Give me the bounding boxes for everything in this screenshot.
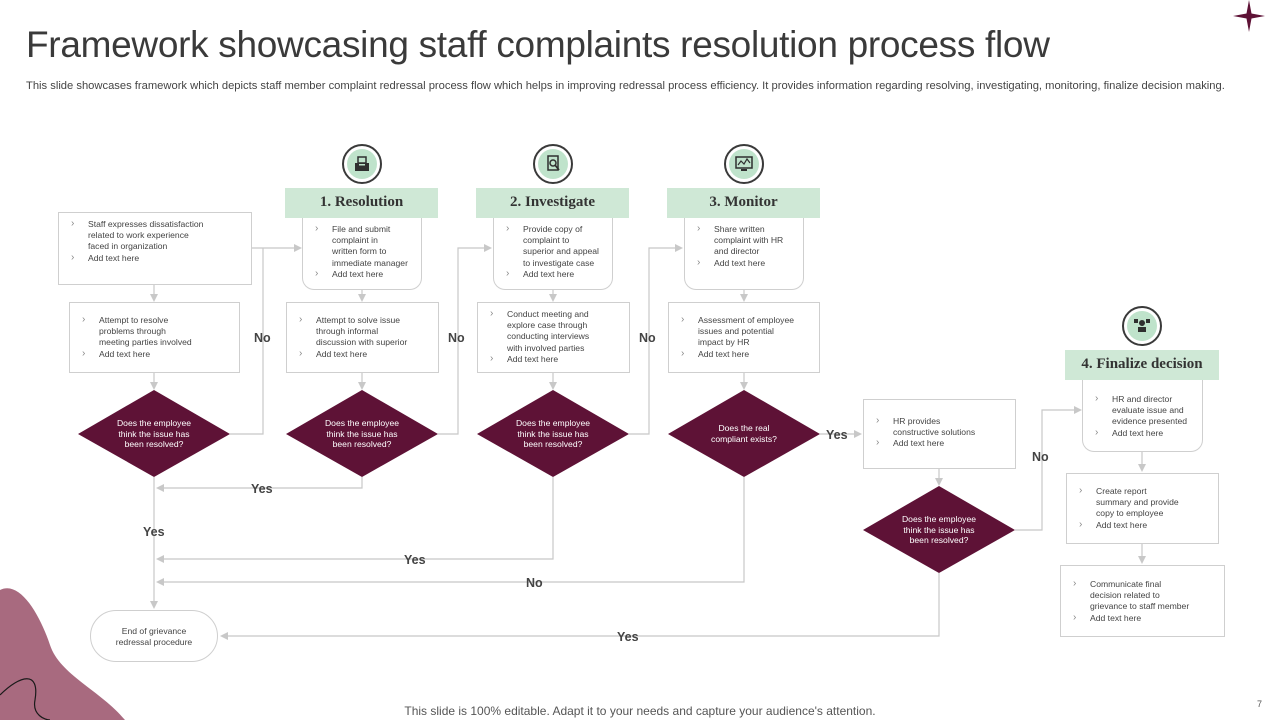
box-create-report: Create report summary and provide copy t… <box>1066 473 1219 544</box>
label-no-3: No <box>639 331 656 345</box>
box-assessment: Assessment of employee issues and potent… <box>668 302 820 373</box>
connector <box>438 244 492 435</box>
box-attempt-meeting: Attempt to resolve problems through meet… <box>69 302 240 373</box>
box-attempt-informal: Attempt to solve issue through informal … <box>286 302 439 373</box>
decision-diamond-4 <box>668 390 820 477</box>
box-conduct-meeting: Conduct meeting and explore case through… <box>477 302 630 373</box>
decorative-blob <box>0 588 125 720</box>
stage-icon-investigate <box>533 144 573 184</box>
box-provide-copy: Provide copy of complaint to superior an… <box>493 218 613 290</box>
stage-header-finalize: 4. Finalize decision <box>1065 350 1219 380</box>
monitor-chart-icon <box>735 156 753 171</box>
stage-header-investigate: 2. Investigate <box>476 188 629 218</box>
label-no-1: No <box>254 331 271 345</box>
people-network-icon <box>1134 319 1150 332</box>
connector <box>220 573 940 640</box>
decision-diamond-1 <box>78 390 230 477</box>
page-number: 7 <box>1257 699 1263 709</box>
stage-icon-resolution <box>342 144 382 184</box>
connector <box>1015 406 1082 531</box>
label-no-d4: No <box>526 576 543 590</box>
stage-icon-finalize <box>1122 306 1162 346</box>
decision-diamond-3 <box>477 390 629 477</box>
box-hr-solutions: HR provides constructive solutions Add t… <box>863 399 1016 469</box>
slide-title: Framework showcasing staff complaints re… <box>26 24 1050 65</box>
box-hr-director: HR and director evaluate issue and evide… <box>1082 380 1203 452</box>
label-yes-d1: Yes <box>143 525 165 539</box>
label-no-d5: No <box>1032 450 1049 464</box>
connector <box>156 477 745 586</box>
end-of-procedure-box: End of grievance redressal procedure <box>90 610 218 662</box>
stage-header-resolution: 1. Resolution <box>285 188 438 218</box>
footer-note: This slide is 100% editable. Adapt it to… <box>404 704 876 718</box>
sparkle-star-icon <box>1233 0 1265 32</box>
decision-diamond-2 <box>286 390 438 477</box>
connector <box>156 477 363 492</box>
box-staff-dissatisfaction: Staff expresses dissatisfaction related … <box>58 212 252 285</box>
box-file-complaint: File and submit complaint in written for… <box>302 218 422 290</box>
connector <box>629 244 683 435</box>
label-yes-d5: Yes <box>617 630 639 644</box>
label-yes-d4: Yes <box>826 428 848 442</box>
label-yes-d2: Yes <box>251 482 273 496</box>
connector <box>230 248 264 435</box>
box-communicate-decision: Communicate final decision related to gr… <box>1060 565 1225 637</box>
label-no-2: No <box>448 331 465 345</box>
stage-icon-monitor <box>724 144 764 184</box>
ballot-box-icon <box>355 156 369 171</box>
label-yes-d3: Yes <box>404 553 426 567</box>
slide-subtitle: This slide showcases framework which dep… <box>26 80 1225 92</box>
magnifier-document-icon <box>547 155 560 171</box>
box-share-complaint: Share written complaint with HR and dire… <box>684 218 804 290</box>
connector <box>156 477 554 563</box>
stage-header-monitor: 3. Monitor <box>667 188 820 218</box>
decision-diamond-5 <box>863 486 1015 573</box>
